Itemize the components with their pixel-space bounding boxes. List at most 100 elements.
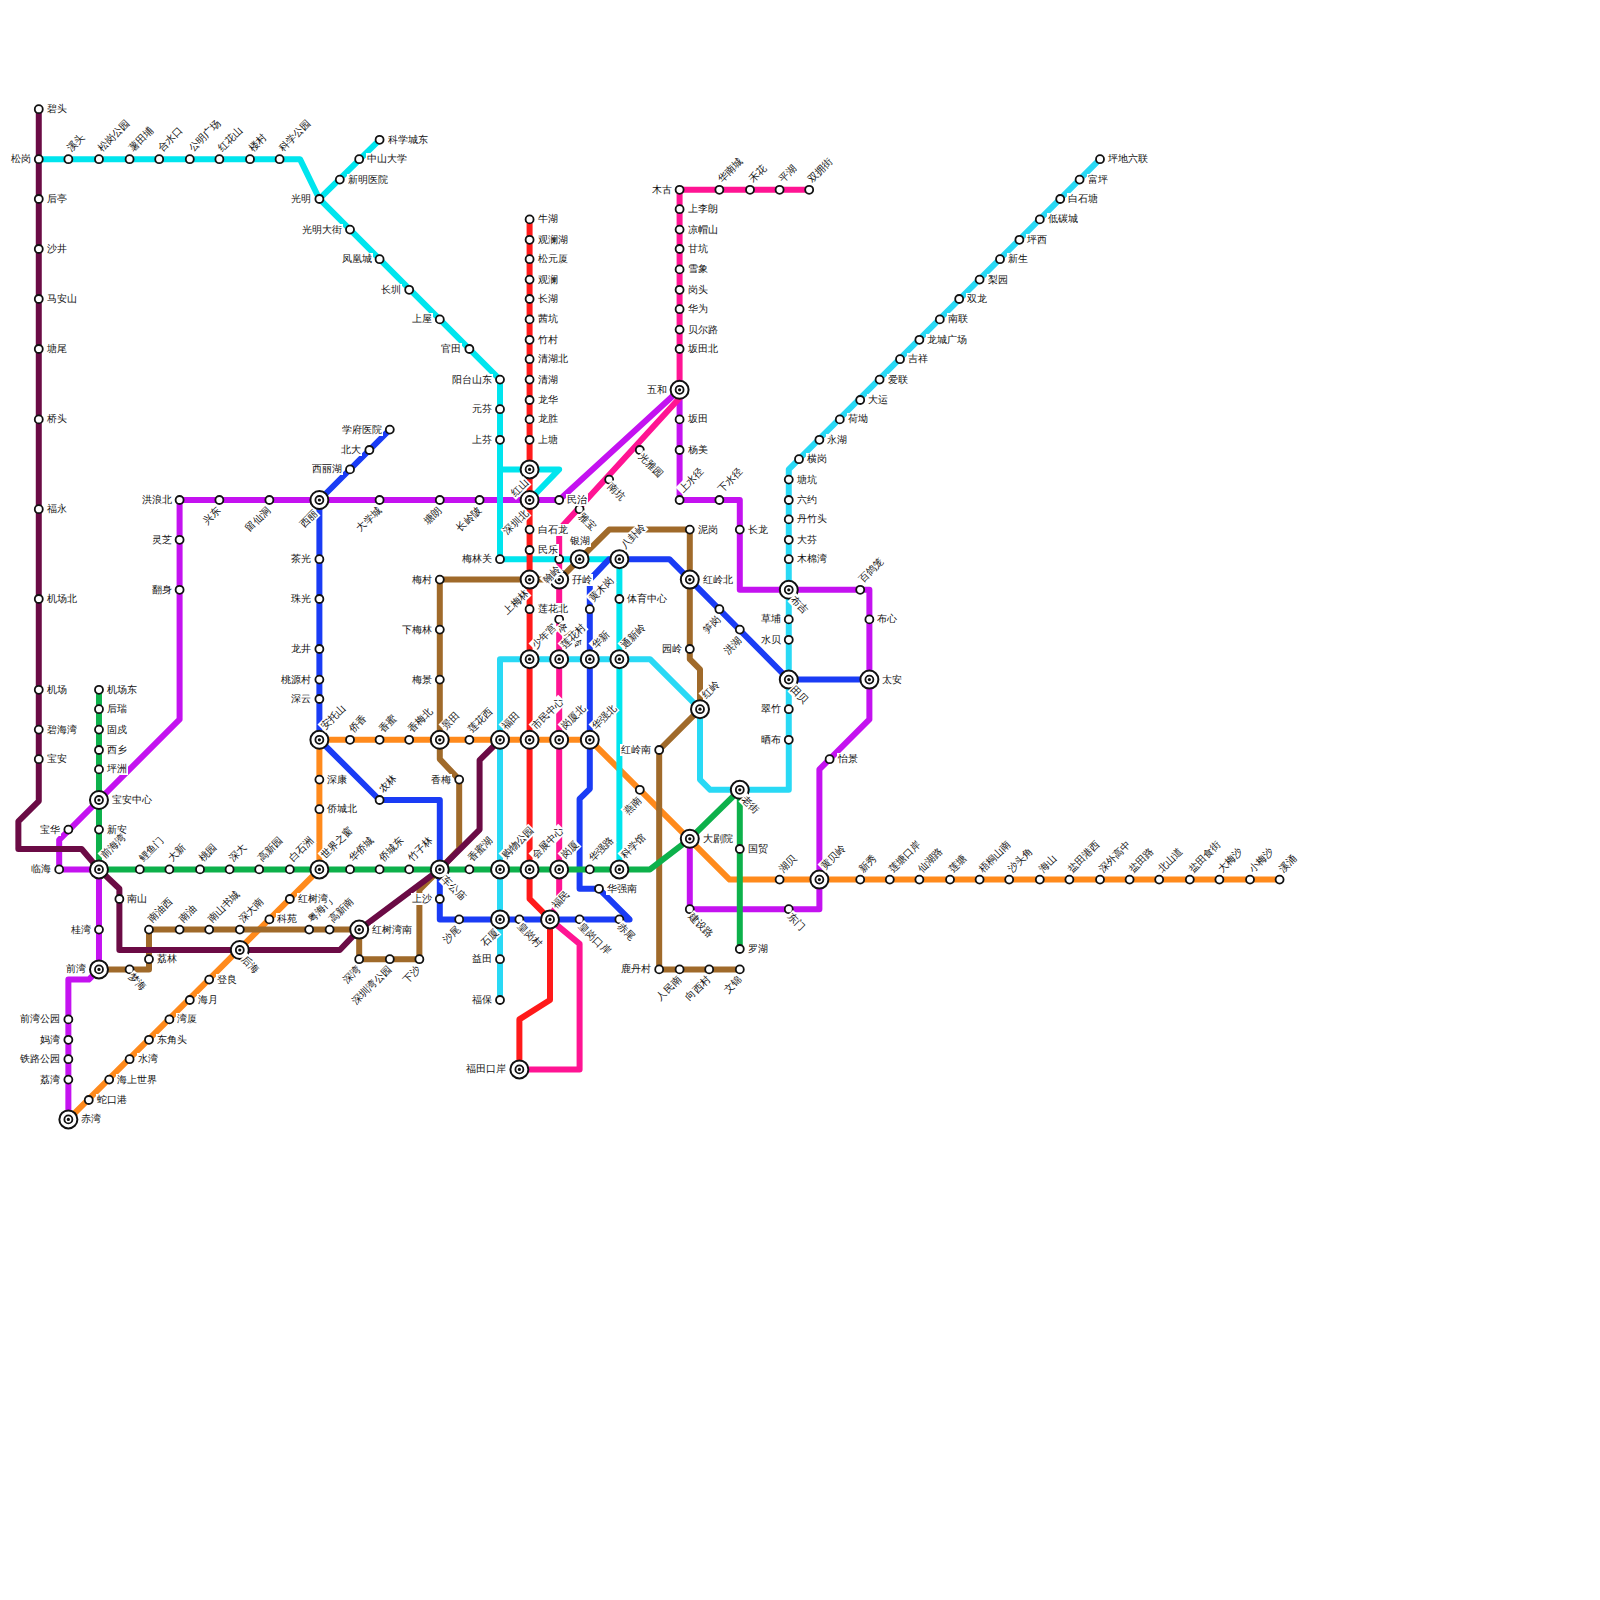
station-circle [785, 555, 793, 563]
station-dot [676, 286, 684, 294]
station-dot [315, 776, 323, 784]
interchange-core [558, 578, 561, 581]
station-dot [976, 276, 984, 284]
station-label: 岗头 [687, 284, 709, 296]
station-label: 碧头 [46, 103, 68, 115]
station-label: 沙井 [46, 243, 68, 255]
station-circle [64, 1115, 72, 1123]
station-label: 竹村 [537, 334, 559, 346]
station-label: 塘朗 [420, 504, 444, 528]
station-circle [785, 496, 793, 504]
station-label: 新生 [1007, 253, 1029, 265]
station-circle [64, 155, 72, 163]
interchange-ring [581, 731, 599, 749]
station-dot [436, 576, 444, 584]
station-dot [526, 376, 534, 384]
station-circle [805, 186, 813, 194]
station-circle [815, 876, 823, 884]
station-label: 东角头 [156, 1034, 188, 1046]
station-label: 楼村 [246, 131, 270, 155]
station-label: 坪地六联 [1107, 153, 1149, 165]
station-dot [35, 195, 43, 203]
station-dot [465, 345, 473, 353]
station-circle [586, 655, 594, 663]
interchange-core [818, 878, 821, 881]
station-dot [376, 496, 384, 504]
station-dot [805, 186, 813, 194]
station-label: 怡景 [837, 753, 859, 765]
interchange-ring [491, 910, 509, 928]
interchange-core [358, 928, 361, 931]
station-label: 布心 [876, 613, 898, 625]
station-circle [676, 265, 684, 273]
interchange-core [528, 498, 531, 501]
station-dot [365, 446, 373, 454]
station-dot [95, 765, 103, 773]
stations [35, 105, 1284, 1128]
station-dot [310, 491, 328, 509]
station-dot [715, 186, 723, 194]
interchange-core [688, 578, 691, 581]
station-circle [826, 755, 834, 763]
station-dot [455, 915, 463, 923]
station-circle [145, 1036, 153, 1044]
station-dot [315, 695, 323, 703]
station-circle [976, 276, 984, 284]
station-circle [836, 415, 844, 423]
station-label: 妈湾 [39, 1034, 61, 1046]
station-label: 香蜜 [375, 712, 399, 736]
station-label: 海上世界 [116, 1074, 158, 1086]
station-dot [736, 626, 744, 634]
station-circle [465, 736, 473, 744]
station-dot [676, 446, 684, 454]
station-label: 红山 [507, 476, 531, 500]
station-dot [521, 860, 539, 878]
station-dot [55, 865, 63, 873]
interchange-core [528, 578, 531, 581]
station-circle [586, 865, 594, 873]
station-label: 桃园 [196, 841, 220, 865]
station-circle [436, 626, 444, 634]
station-label: 小梅沙 [1246, 844, 1277, 875]
station-circle [615, 555, 623, 563]
station-label: 翰岭 [540, 563, 564, 587]
station-dot [541, 910, 559, 928]
station-label: 布吉 [787, 593, 811, 617]
station-dot [431, 731, 449, 749]
station-dot [35, 686, 43, 694]
station-label: 福永 [46, 503, 68, 515]
station-circle [35, 295, 43, 303]
station-label: 罗湖 [747, 943, 769, 955]
station-dot [496, 436, 504, 444]
station-label: 长龙 [747, 524, 769, 536]
station-dot [776, 876, 784, 884]
station-dot [826, 755, 834, 763]
station-label: 前海湾 [97, 831, 128, 862]
station-circle [315, 695, 323, 703]
station-circle [785, 705, 793, 713]
station-circle [286, 865, 294, 873]
station-circle [976, 876, 984, 884]
station-dot [715, 496, 723, 504]
station-dot [436, 676, 444, 684]
station-label: 观澜湖 [537, 234, 569, 246]
station-label: 横岗 [806, 453, 828, 465]
station-dot [405, 286, 413, 294]
station-circle [315, 776, 323, 784]
station-dot [376, 255, 384, 263]
station-dot [315, 595, 323, 603]
station-label: 田贝 [787, 683, 811, 707]
station-label: 大学城 [353, 504, 384, 535]
interchange-core [678, 388, 681, 391]
station-dot [1065, 876, 1073, 884]
station-circle [95, 796, 103, 804]
station-dot [59, 1110, 77, 1128]
station-dot [35, 295, 43, 303]
station-circle [176, 496, 184, 504]
station-dot [526, 396, 534, 404]
station-circle [346, 736, 354, 744]
station-circle [315, 555, 323, 563]
station-label: 银湖 [569, 535, 591, 547]
station-circle [686, 526, 694, 534]
